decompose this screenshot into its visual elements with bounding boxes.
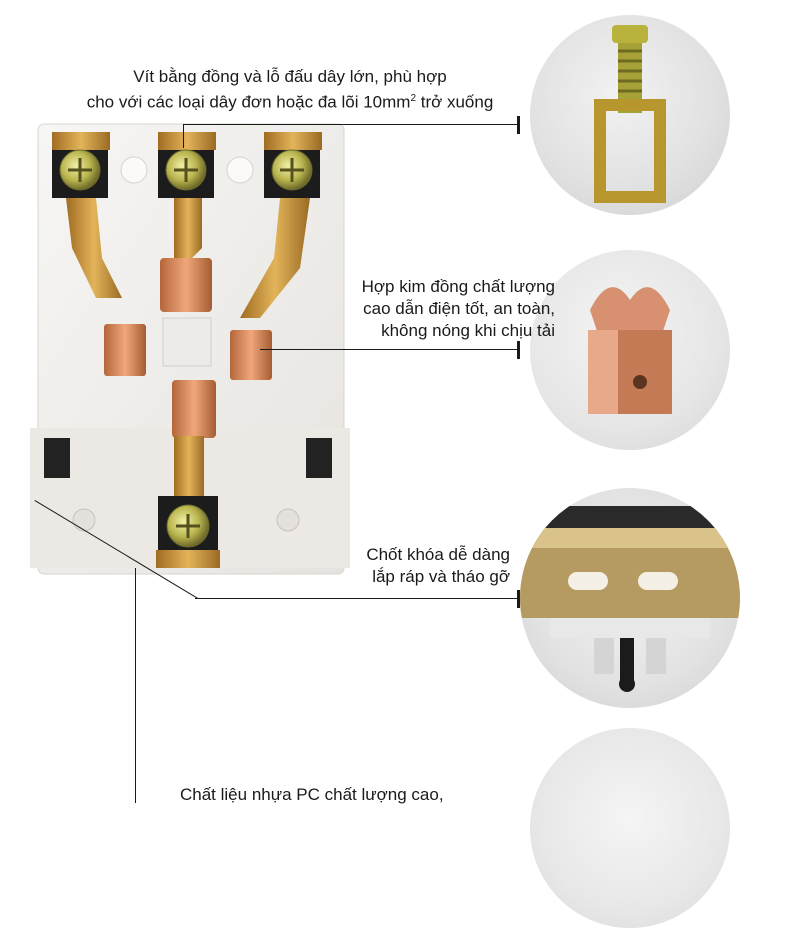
callout-end-screw xyxy=(517,116,520,134)
caption-copper-alloy-line2: cao dẫn điện tốt, an toàn, xyxy=(363,299,555,318)
callout-line-alloy xyxy=(260,349,520,350)
copper-alloy-contact-photo xyxy=(530,250,730,450)
callout-line-latch xyxy=(195,598,520,599)
caption-pc-plastic-line1: Chất liệu nhựa PC chất lượng cao, xyxy=(180,785,444,804)
callout-line-plastic xyxy=(135,568,136,803)
caption-brass-screw: Vít bằng đồng và lỗ đấu dây lớn, phù hợp… xyxy=(60,66,520,114)
callout-line-screw-h xyxy=(183,124,519,125)
device-rear-photo xyxy=(30,123,350,575)
caption-brass-screw-sup: 2 xyxy=(410,93,416,104)
brass-screw-clamp-photo xyxy=(530,15,730,215)
caption-brass-screw-line1: Vít bằng đồng và lỗ đấu dây lớn, phù hợp xyxy=(133,67,447,86)
caption-brass-screw-line2: cho với các loại dây đơn hoặc đa lõi 10m… xyxy=(60,88,520,114)
caption-brass-screw-line2-tail: trở xuống xyxy=(416,92,494,112)
caption-copper-alloy-line1: Hợp kim đồng chất lượng xyxy=(361,277,555,296)
pc-plastic-detail-photo xyxy=(530,728,730,928)
caption-brass-screw-line2-main: cho với các loại dây đơn hoặc đa lõi 10m… xyxy=(86,92,411,112)
callout-end-alloy xyxy=(517,341,520,359)
caption-latch-line2: lắp ráp và tháo gỡ xyxy=(372,567,510,586)
caption-pc-plastic: Chất liệu nhựa PC chất lượng cao, xyxy=(180,784,500,806)
callout-line-screw xyxy=(183,124,184,148)
caption-copper-alloy-line3: không nóng khi chịu tải xyxy=(381,321,555,340)
din-rail-latch-photo xyxy=(520,488,740,708)
caption-latch: Chốt khóa dễ dàng lắp ráp và tháo gỡ xyxy=(330,544,510,588)
caption-copper-alloy: Hợp kim đồng chất lượng cao dẫn điện tốt… xyxy=(300,276,555,342)
callout-end-latch xyxy=(517,590,520,608)
caption-latch-line1: Chốt khóa dễ dàng xyxy=(366,545,510,564)
